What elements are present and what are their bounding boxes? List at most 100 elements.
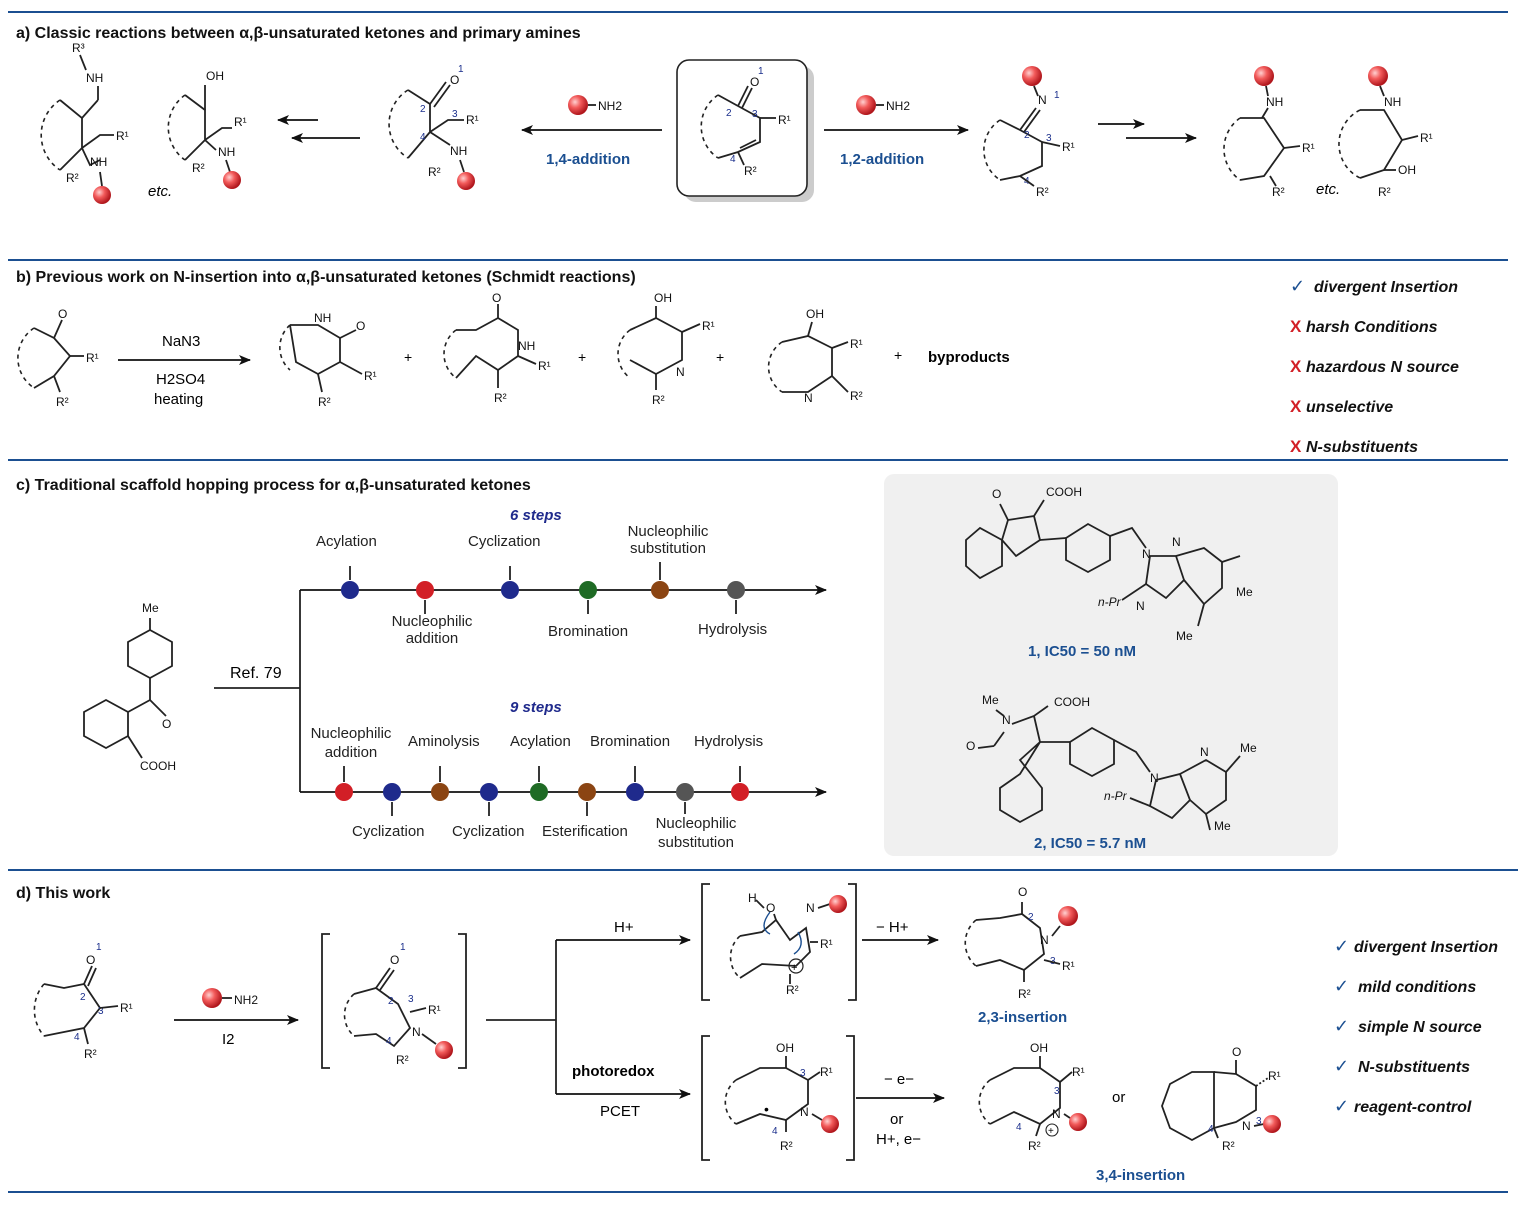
svg-text:4: 4 bbox=[74, 1032, 80, 1043]
svg-text:R¹: R¹ bbox=[466, 113, 479, 127]
d-feature-mark-1: ✓ bbox=[1334, 976, 1349, 996]
c-route1-step-5: Hydrolysis bbox=[698, 621, 767, 638]
svg-text:R¹: R¹ bbox=[1302, 141, 1315, 155]
svg-text:OH: OH bbox=[654, 291, 672, 305]
svg-text:R²: R² bbox=[428, 165, 441, 179]
svg-text:R¹: R¹ bbox=[1420, 131, 1433, 145]
svg-text:N: N bbox=[1172, 535, 1181, 549]
svg-text:4: 4 bbox=[1016, 1122, 1022, 1133]
svg-text:O: O bbox=[390, 953, 399, 967]
d-feature-3: N-substituents bbox=[1358, 1059, 1470, 1076]
svg-text:NH: NH bbox=[314, 311, 331, 325]
svg-text:3: 3 bbox=[1054, 1086, 1060, 1097]
svg-text:•: • bbox=[764, 1101, 769, 1117]
svg-text:O: O bbox=[356, 319, 365, 333]
svg-text:COOH: COOH bbox=[1046, 485, 1082, 499]
c-route2-dot-0 bbox=[335, 783, 353, 801]
c-route2-step-0-l2: addition bbox=[325, 744, 378, 761]
svg-text:O: O bbox=[766, 901, 775, 915]
svg-text:O: O bbox=[966, 739, 975, 753]
b-product-1: NH O R¹ R² bbox=[279, 311, 377, 409]
d-feature-4: reagent-control bbox=[1354, 1099, 1472, 1116]
b-product-4: OH R¹ N R² bbox=[767, 307, 863, 405]
c-route1-step-4-l1: Nucleophilic bbox=[628, 523, 709, 540]
c-route1-step-1-l2: addition bbox=[406, 630, 459, 647]
c-compound-1-label: 1, IC50 = 50 nM bbox=[1028, 643, 1136, 660]
c-route2-dot-7 bbox=[676, 783, 694, 801]
c-route2-step-7-l1: Nucleophilic bbox=[656, 815, 737, 832]
svg-text:R²: R² bbox=[850, 389, 863, 403]
svg-text:N: N bbox=[806, 901, 815, 915]
d-feature-0: divergent Insertion bbox=[1354, 939, 1498, 956]
b-feature-mark-3: X bbox=[1290, 397, 1302, 416]
svg-text:N: N bbox=[1052, 1107, 1061, 1121]
plus-1: + bbox=[404, 349, 412, 365]
svg-text:O: O bbox=[58, 307, 67, 321]
svg-text:Me: Me bbox=[982, 693, 999, 707]
panel-b-title: b) Previous work on N-insertion into α,β… bbox=[16, 269, 636, 286]
b-feature-mark-1: X bbox=[1290, 317, 1302, 336]
plus-2: + bbox=[578, 349, 586, 365]
svg-text:R¹: R¹ bbox=[86, 351, 99, 365]
svg-text:R²: R² bbox=[318, 395, 331, 409]
b-feature-list: ✓ divergent Insertion X harsh Conditions… bbox=[1290, 276, 1459, 456]
c-route1-dot-3 bbox=[579, 581, 597, 599]
b-feature-mark-4: X bbox=[1290, 437, 1302, 456]
c-route2-step-3: Cyclization bbox=[452, 823, 525, 840]
svg-text:1: 1 bbox=[1054, 90, 1060, 101]
svg-text:R¹: R¹ bbox=[538, 359, 551, 373]
d-product-upper: 2,3-insertion bbox=[978, 1009, 1067, 1026]
svg-text:COOH: COOH bbox=[1054, 695, 1090, 709]
svg-text:O: O bbox=[450, 73, 459, 87]
svg-text:R³: R³ bbox=[72, 41, 85, 55]
b-feature-4: N-substituents bbox=[1306, 439, 1418, 456]
svg-text:3: 3 bbox=[1256, 1116, 1262, 1127]
d-lower-condition-1: photoredox bbox=[572, 1063, 655, 1080]
svg-text:R²: R² bbox=[652, 393, 665, 407]
b-feature-0: divergent Insertion bbox=[1314, 279, 1458, 296]
d-lower-second-3: H+, e− bbox=[876, 1131, 921, 1148]
svg-text:4: 4 bbox=[772, 1126, 778, 1137]
svg-text:N: N bbox=[1242, 1119, 1251, 1133]
svg-text:N: N bbox=[1040, 933, 1049, 947]
c-route1-dot-4 bbox=[651, 581, 669, 599]
svg-text:n-Pr: n-Pr bbox=[1098, 595, 1122, 609]
svg-text:Me: Me bbox=[142, 601, 159, 615]
svg-text:1: 1 bbox=[758, 66, 764, 77]
c-route2-step-2: Aminolysis bbox=[408, 733, 480, 750]
d-aziridine-intermediate: O 1 2 3 R¹ N 4 R² bbox=[343, 942, 453, 1067]
d-upper-second: − H+ bbox=[876, 919, 909, 936]
svg-text:Me: Me bbox=[1214, 819, 1231, 833]
svg-text:R²: R² bbox=[84, 1047, 97, 1061]
svg-text:R¹: R¹ bbox=[428, 1003, 441, 1017]
b-product-2: O NH R¹ R² bbox=[443, 291, 551, 405]
d-reagent: NH2 bbox=[234, 993, 258, 1007]
svg-text:R¹: R¹ bbox=[116, 129, 129, 143]
c-route2-label: 9 steps bbox=[510, 699, 562, 716]
svg-text:R²: R² bbox=[1222, 1139, 1235, 1153]
c-route1-label: 6 steps bbox=[510, 507, 562, 524]
svg-text:R¹: R¹ bbox=[1062, 140, 1075, 154]
svg-text:COOH: COOH bbox=[140, 759, 176, 773]
c-route1-dot-0 bbox=[341, 581, 359, 599]
a-enone: O 1 2 3 R¹ 4 R² bbox=[700, 66, 791, 178]
svg-text:N: N bbox=[1038, 93, 1047, 107]
svg-text:N: N bbox=[804, 391, 813, 405]
svg-text:4: 4 bbox=[1208, 1124, 1214, 1135]
d-or-label: or bbox=[1112, 1089, 1125, 1106]
d-isoquinolinone-product: O 3 R¹ N 4 R² bbox=[1161, 1045, 1281, 1153]
c-compound-panel bbox=[884, 474, 1338, 856]
svg-text:1: 1 bbox=[96, 942, 102, 953]
svg-text:R²: R² bbox=[1272, 185, 1285, 199]
svg-text:O: O bbox=[492, 291, 501, 305]
svg-text:N: N bbox=[412, 1025, 421, 1039]
svg-text:Me: Me bbox=[1236, 585, 1253, 599]
svg-text:R¹: R¹ bbox=[820, 937, 833, 951]
svg-text:n-Pr: n-Pr bbox=[1104, 789, 1128, 803]
d-lower-second-2: or bbox=[890, 1111, 903, 1128]
c-route2-step-0-l1: Nucleophilic bbox=[311, 725, 392, 742]
